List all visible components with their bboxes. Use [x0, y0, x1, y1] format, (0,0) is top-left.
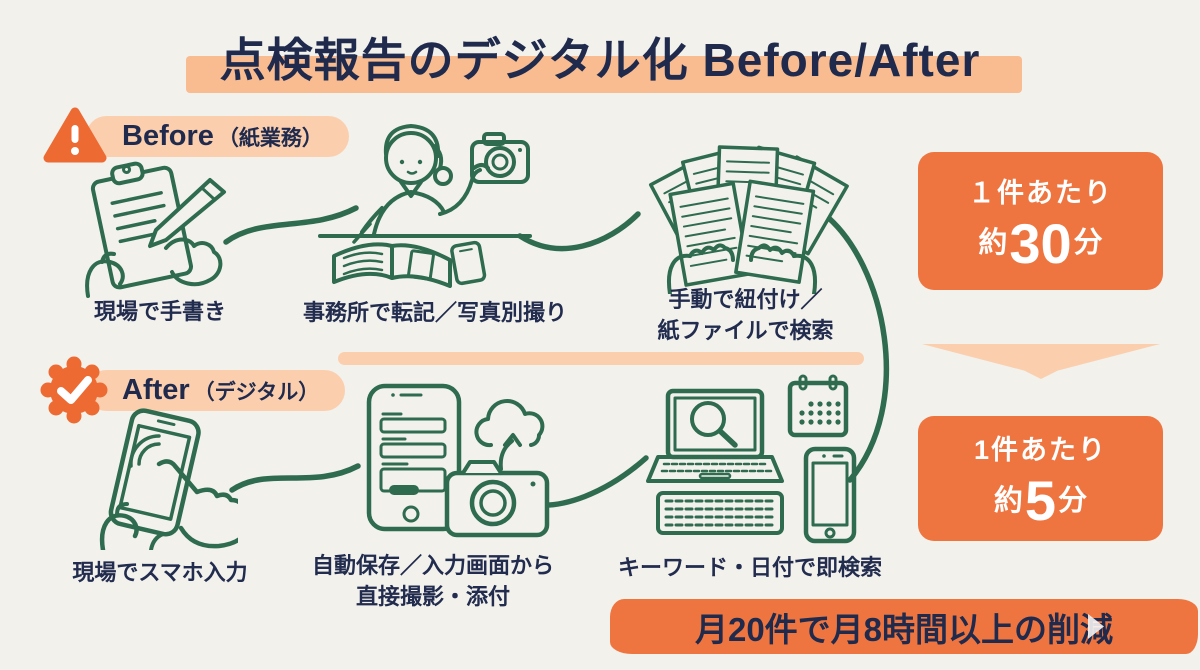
check-seal-icon [40, 356, 108, 424]
warning-icon [43, 107, 107, 163]
footer-banner-text: 月20件で月8時間以上の削減 [694, 610, 1114, 648]
office-transcribe-camera-illustration [318, 124, 532, 288]
after-badge: After （デジタル） [86, 370, 346, 411]
after-badge-label: After [122, 374, 190, 406]
after-step2-caption-line1: 自動保存／入力画面から [311, 553, 554, 578]
smartphone-tap-illustration [99, 408, 238, 550]
section-divider [338, 352, 864, 365]
before-time-approx: 約 [978, 227, 1008, 259]
before-time-value: 30 [1009, 211, 1072, 275]
before-badge-note: （紙業務） [217, 126, 323, 150]
before-step3-caption-line1: 手動で紐付け／ [668, 287, 823, 312]
before-step1-caption: 現場で手書き [93, 299, 226, 324]
after-badge-note: （デジタル） [193, 380, 320, 404]
before-step3-caption-line2: 紙ファイルで検索 [657, 318, 834, 343]
paper-files-hands-illustration [648, 145, 849, 294]
before-time-unit: 分 [1073, 227, 1103, 259]
after-time-value: 5 [1024, 469, 1057, 532]
footer-banner: 月20件で月8時間以上の削減 [610, 599, 1198, 654]
before-time-label: １件あたり [968, 177, 1113, 208]
clipboard-handwriting-illustration [85, 161, 226, 298]
before-badge-label: Before [122, 120, 214, 152]
connector-after-1 [229, 463, 361, 493]
title-highlight [186, 56, 1022, 93]
after-step1-caption: 現場でスマホ入力 [72, 560, 248, 585]
phone-form-cloud-camera-illustration [366, 383, 550, 538]
page-title: 点検報告のデジタル化 Before/After [219, 34, 981, 86]
after-step2-caption-line2: 直接撮影・添付 [355, 584, 510, 609]
connector-before-1 [223, 205, 359, 245]
after-time-label: 1件あたり [973, 435, 1108, 465]
before-badge: Before （紙業務） [86, 116, 349, 157]
before-step3-caption: 手動で紐付け／ 紙ファイルで検索 [618, 284, 873, 346]
after-time-unit: 分 [1058, 484, 1088, 517]
before-step2-caption: 事務所で転記／写真別撮り [302, 300, 567, 325]
after-step2-caption: 自動保存／入力画面から 直接撮影・添付 [283, 550, 583, 612]
after-step3-caption: キーワード・日付で即検索 [617, 555, 882, 580]
connector-before-to-after-arc [821, 211, 890, 483]
after-time-approx: 約 [993, 484, 1023, 517]
laptop-search-calendar-phone-illustration [646, 374, 857, 544]
connector-before-2 [517, 211, 641, 252]
